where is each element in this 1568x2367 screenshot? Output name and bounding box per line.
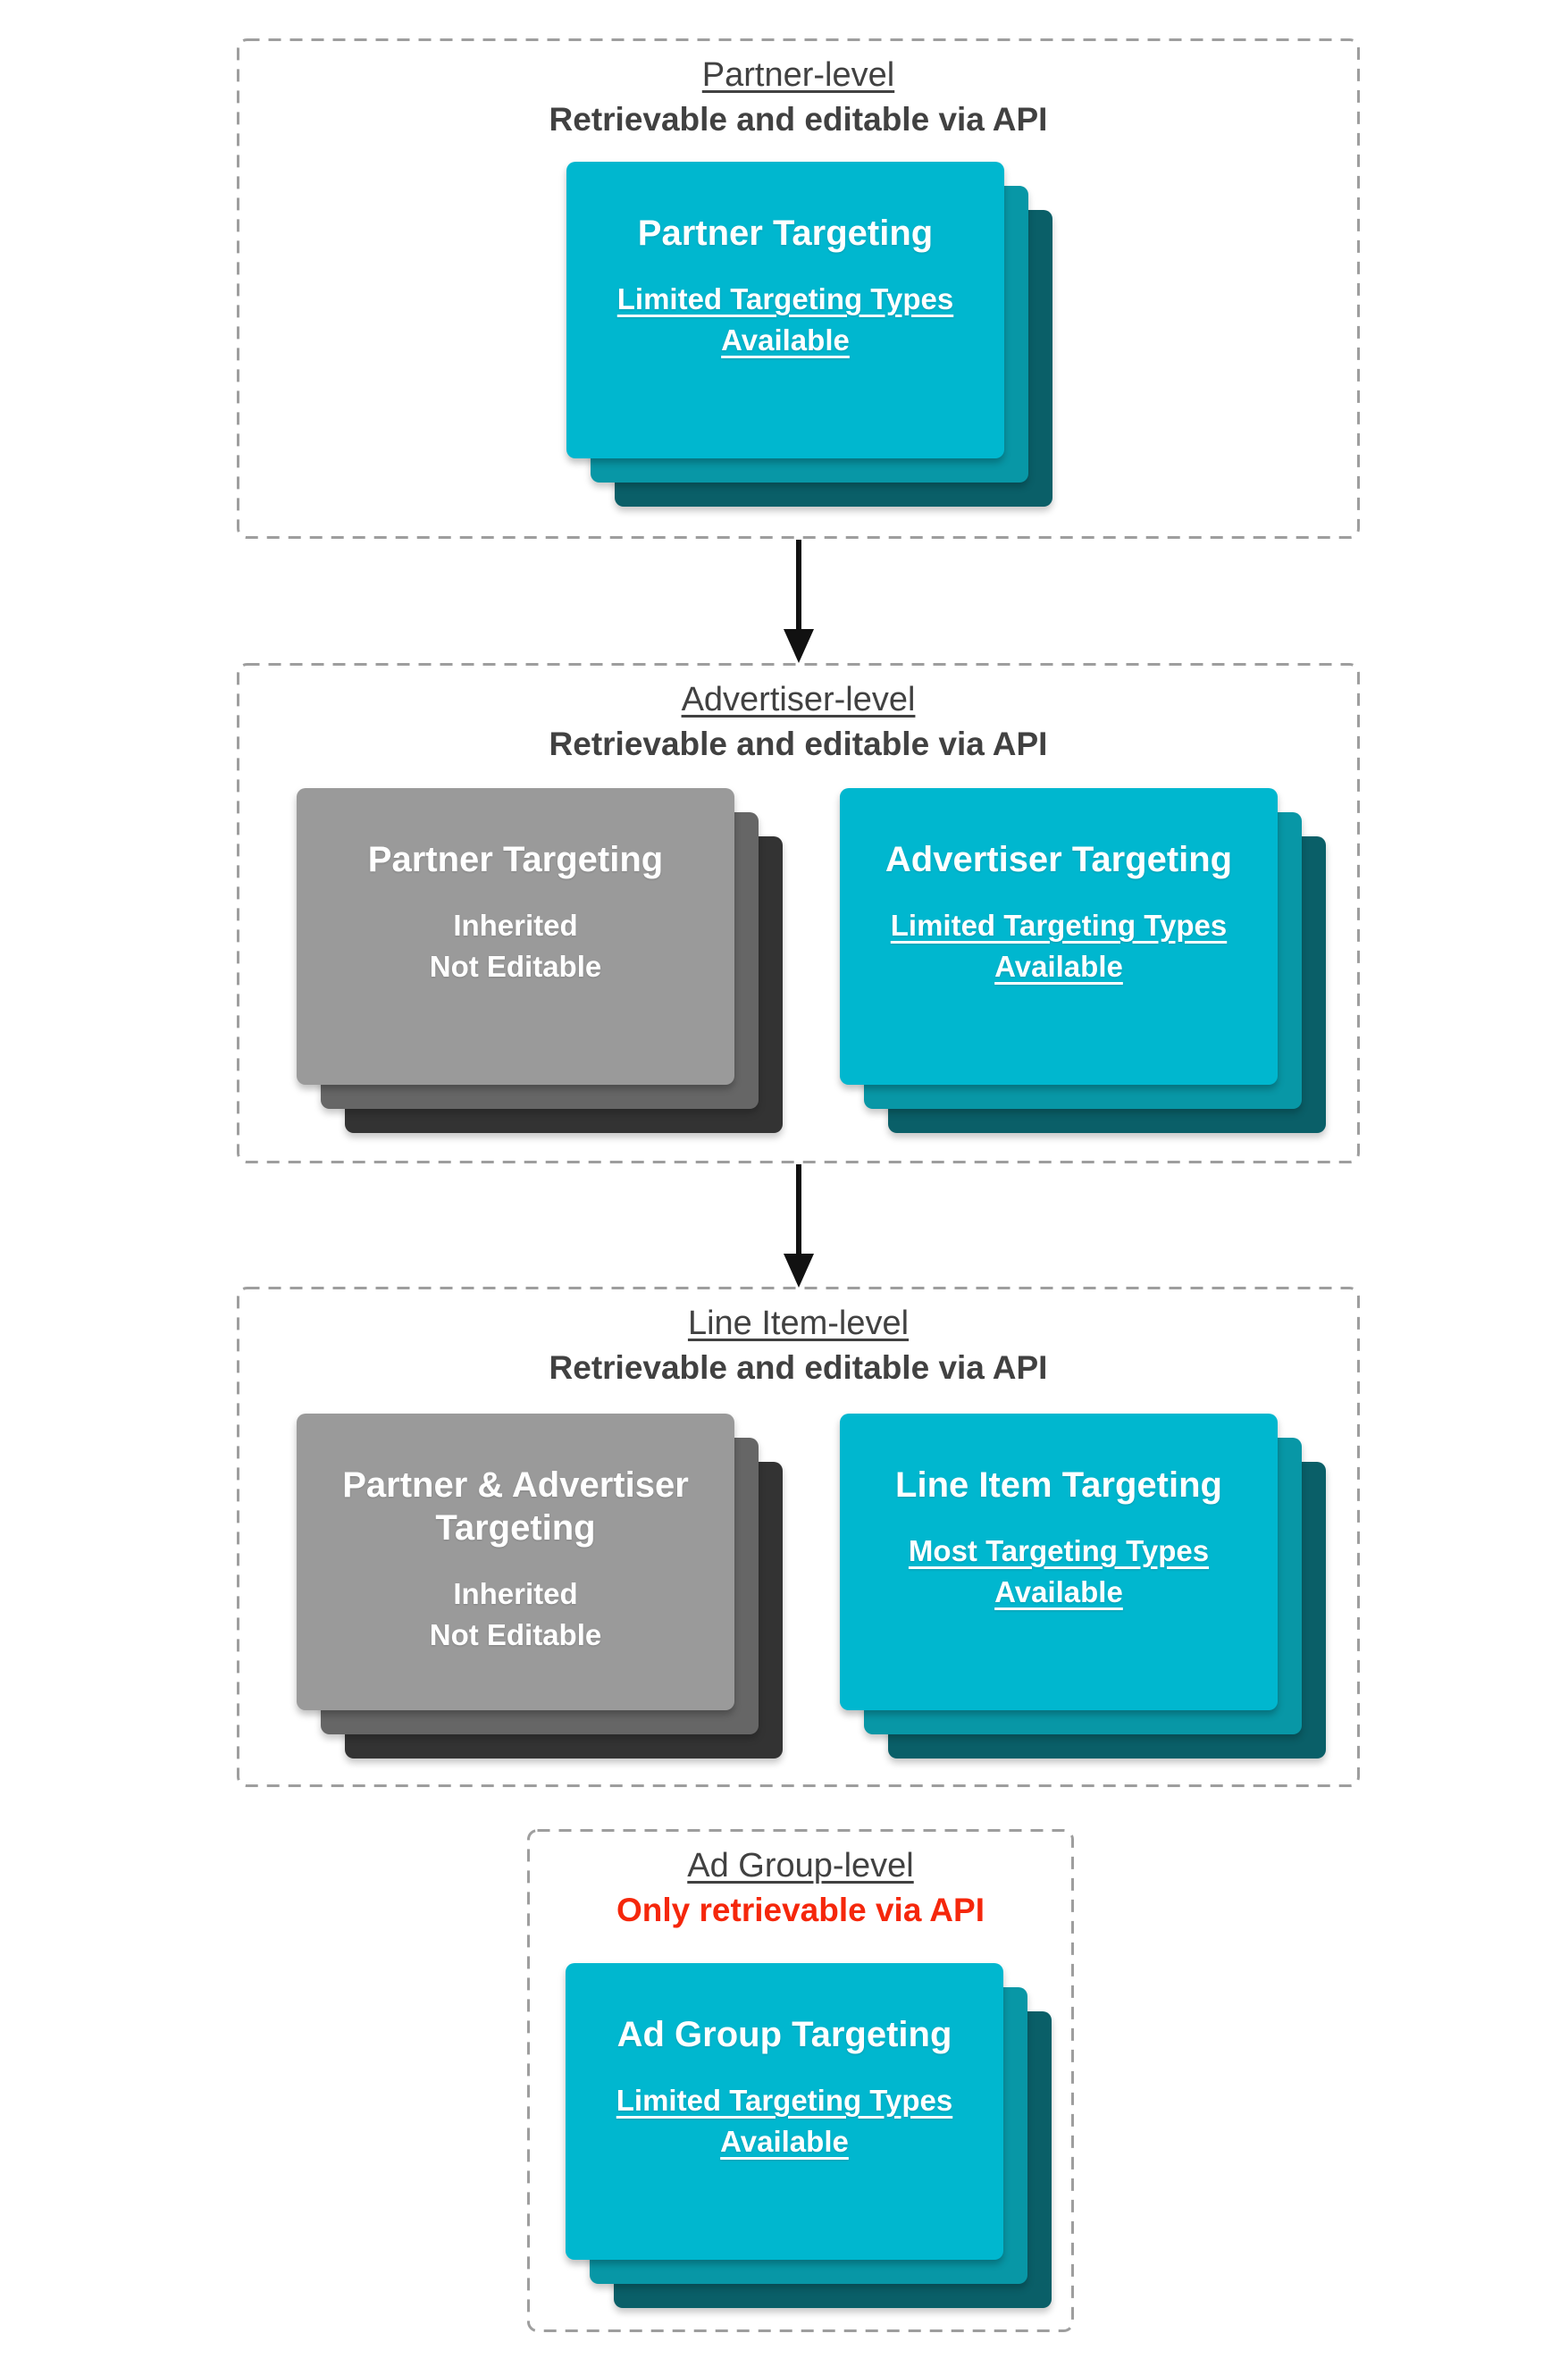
card-face: Partner Targeting Inherited Not Editable	[297, 788, 734, 1085]
card-face: Advertiser Targeting Limited Targeting T…	[840, 788, 1278, 1085]
level-title: Partner-level	[701, 56, 895, 94]
card-title: Ad Group Targeting	[616, 2015, 952, 2054]
card-title: Partner & Advertiser Targeting	[342, 1465, 689, 1548]
card-subtitle: Most Targeting Types Available	[908, 1534, 1210, 1609]
api-availability-note: Retrievable and editable via API	[549, 1349, 1048, 1387]
card-subtitle: Limited Targeting Types Available	[616, 2084, 953, 2159]
card-advertiser-targeting: Advertiser Targeting Limited Targeting T…	[840, 788, 1326, 1133]
arrow-shaft	[796, 1164, 801, 1254]
card-subtitle: Limited Targeting Types Available	[616, 282, 954, 357]
level-title: Advertiser-level	[681, 681, 916, 718]
api-availability-note: Retrievable and editable via API	[549, 726, 1048, 763]
section-heading: Advertiser-level Retrievable and editabl…	[237, 663, 1360, 766]
card-title: Partner Targeting	[637, 214, 934, 253]
level-title: Ad Group-level	[687, 1847, 914, 1884]
arrow-head	[784, 629, 814, 663]
section-line-item-level: Line Item-level Retrievable and editable…	[237, 1287, 1360, 1787]
card-title: Line Item Targeting	[895, 1465, 1222, 1505]
api-availability-note: Retrievable and editable via API	[549, 101, 1048, 138]
section-heading: Partner-level Retrievable and editable v…	[237, 38, 1360, 141]
card-subtitle: Limited Targeting Types Available	[890, 909, 1228, 984]
card-face: Partner Targeting Limited Targeting Type…	[566, 162, 1004, 458]
arrow-head	[784, 1254, 814, 1288]
card-face: Ad Group Targeting Limited Targeting Typ…	[566, 1963, 1003, 2260]
section-advertiser-level: Advertiser-level Retrievable and editabl…	[237, 663, 1360, 1163]
card-ad-group-targeting: Ad Group Targeting Limited Targeting Typ…	[566, 1963, 1052, 2308]
section-ad-group-level: Ad Group-level Only retrievable via API …	[527, 1829, 1074, 2332]
level-title: Line Item-level	[687, 1305, 910, 1342]
section-heading: Ad Group-level Only retrievable via API	[527, 1829, 1074, 1932]
section-partner-level: Partner-level Retrievable and editable v…	[237, 38, 1360, 539]
card-subtitle: Inherited Not Editable	[429, 909, 602, 984]
flow-arrow-down-icon	[784, 540, 814, 663]
card-partner-targeting: Partner Targeting Limited Targeting Type…	[566, 162, 1052, 507]
section-heading: Line Item-level Retrievable and editable…	[237, 1287, 1360, 1389]
card-inherited-partner-targeting: Partner Targeting Inherited Not Editable	[297, 788, 783, 1133]
arrow-shaft	[796, 540, 801, 629]
card-title: Advertiser Targeting	[885, 840, 1233, 879]
card-title: Partner Targeting	[367, 840, 664, 879]
api-availability-note: Only retrievable via API	[616, 1892, 985, 1929]
flow-arrow-down-icon	[784, 1164, 814, 1288]
card-subtitle: Inherited Not Editable	[429, 1577, 602, 1652]
card-line-item-targeting: Line Item Targeting Most Targeting Types…	[840, 1414, 1326, 1758]
card-inherited-partner-advertiser-targeting: Partner & Advertiser Targeting Inherited…	[297, 1414, 783, 1758]
card-face: Partner & Advertiser Targeting Inherited…	[297, 1414, 734, 1710]
card-face: Line Item Targeting Most Targeting Types…	[840, 1414, 1278, 1710]
